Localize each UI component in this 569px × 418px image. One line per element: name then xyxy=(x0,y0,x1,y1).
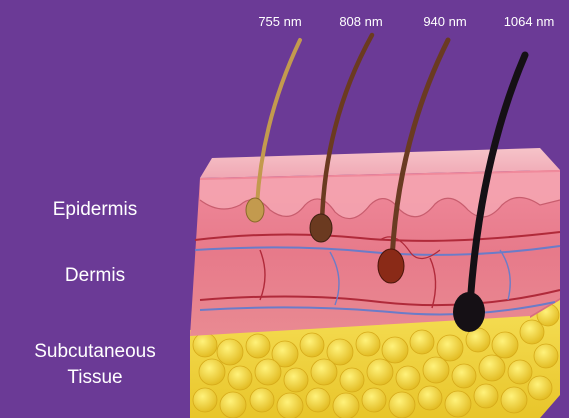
wavelength-755nm-label: 755 nm xyxy=(245,14,315,29)
wavelength-940nm-label: 940 nm xyxy=(410,14,480,29)
skin-block xyxy=(190,148,560,336)
dermis-label: Dermis xyxy=(0,264,190,288)
wavelength-808nm-label: 808 nm xyxy=(326,14,396,29)
subcutaneous-label-line2: Tissue xyxy=(0,366,190,390)
subcutaneous-label-line1: Subcutaneous xyxy=(0,340,190,364)
epidermis-label: Epidermis xyxy=(0,198,190,222)
wavelength-1064nm-label: 1064 nm xyxy=(494,14,564,29)
